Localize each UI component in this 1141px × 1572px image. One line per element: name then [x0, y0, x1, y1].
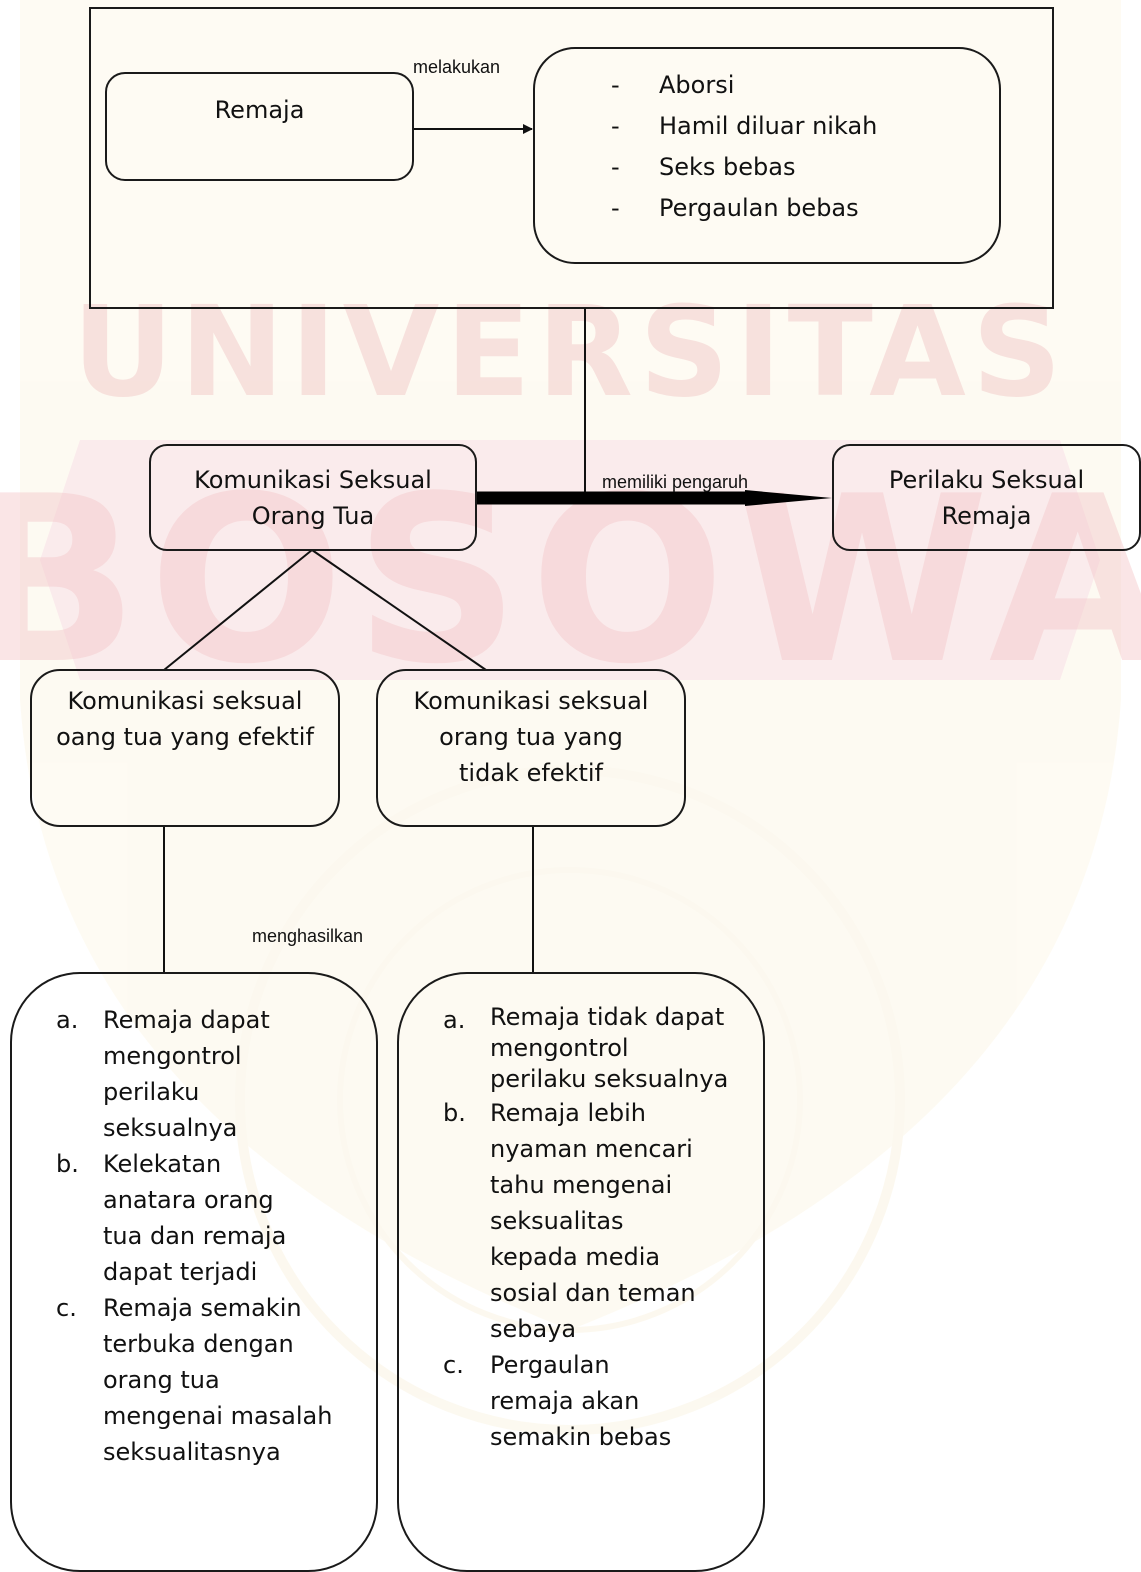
behavior-label: Seks bebas	[659, 153, 796, 181]
list-marker: b.	[443, 1099, 466, 1127]
outcome-text: Remaja lebih nyaman mencari tahu mengena…	[490, 1099, 696, 1343]
list-item: b. Kelekatan anatara orang tua dan remaja…	[56, 1146, 356, 1290]
bullet-dash: -	[611, 71, 620, 99]
node-target-label: Perilaku Seksual Remaja	[888, 465, 1085, 530]
outcome-text: Remaja dapat mengontrol perilaku seksual…	[103, 1006, 270, 1142]
node-remaja: Remaja	[105, 72, 414, 181]
node-outcomes-tidak-efektif: a. Remaja tidak dapat mengontrol perilaku…	[397, 972, 765, 1572]
outcome-text: Remaja semakin terbuka dengan orang tua …	[103, 1294, 333, 1466]
line-center-to-ineffective	[311, 549, 487, 671]
label-melakukan: melakukan	[413, 57, 501, 77]
node-komunikasi-seksual-orang-tua: Komunikasi Seksual Orang Tua	[149, 444, 477, 551]
node-outcomes-efektif: a. Remaja dapat mengontrol perilaku seksu…	[10, 972, 378, 1572]
list-item: - Seks bebas	[611, 147, 877, 188]
node-komunikasi-tidak-efektif: Komunikasi seksual orang tua yang tidak …	[376, 669, 686, 827]
bullet-dash: -	[611, 194, 620, 222]
top-group-frame	[89, 7, 1054, 309]
label-menghasilkan: menghasilkan	[252, 926, 364, 946]
outcome-text: Kelekatan anatara orang tua dan remaja d…	[103, 1150, 287, 1286]
list-item: b. Remaja lebih nyaman mencari tahu menge…	[443, 1095, 743, 1347]
list-item: - Hamil diluar nikah	[611, 106, 877, 147]
bullet-dash: -	[611, 153, 620, 181]
list-marker: c.	[56, 1294, 77, 1322]
arrowhead-influence	[745, 490, 832, 506]
outcomes-effective-list: a. Remaja dapat mengontrol perilaku seksu…	[56, 1002, 356, 1470]
list-item: - Pergaulan bebas	[611, 188, 877, 229]
node-komunikasi-efektif: Komunikasi seksual oang tua yang efektif	[30, 669, 340, 827]
connectors	[89, 7, 1054, 973]
list-item: a. Remaja tidak dapat mengontrol perilaku…	[443, 1002, 743, 1095]
list-item: - Aborsi	[611, 65, 877, 106]
list-item: c. Remaja semakin terbuka dengan orang tu…	[56, 1290, 356, 1470]
line-center-to-effective	[163, 549, 313, 671]
list-item: c. Pergaulan remaja akan semakin bebas	[443, 1347, 743, 1455]
node-ineffective-label: Komunikasi seksual orang tua yang tidak …	[413, 687, 649, 787]
behavior-label: Hamil diluar nikah	[659, 112, 878, 140]
behavior-label: Aborsi	[659, 71, 735, 99]
label-memiliki-pengaruh: memiliki pengaruh	[602, 472, 749, 492]
node-remaja-label: Remaja	[214, 96, 305, 124]
outcome-text: Pergaulan remaja akan semakin bebas	[490, 1351, 672, 1451]
list-marker: a.	[443, 1006, 466, 1034]
behavior-label: Pergaulan bebas	[659, 194, 859, 222]
watermark-banner	[40, 440, 1100, 680]
list-marker: a.	[56, 1006, 79, 1034]
node-behaviors: -Aborsi -Hamil diluar nikah -Seks bebas …	[533, 47, 1001, 264]
outcome-text: Remaja tidak dapat mengontrol perilaku s…	[490, 1003, 729, 1093]
outcomes-ineffective-list: a. Remaja tidak dapat mengontrol perilaku…	[443, 1002, 743, 1455]
node-source-label: Komunikasi Seksual Orang Tua	[194, 465, 432, 530]
list-marker: c.	[443, 1351, 464, 1379]
node-perilaku-seksual-remaja: Perilaku Seksual Remaja	[832, 444, 1141, 551]
behaviors-list: -Aborsi -Hamil diluar nikah -Seks bebas …	[611, 65, 877, 229]
watermark-word: UNIVERSITAS	[72, 280, 1068, 425]
list-marker: b.	[56, 1150, 79, 1178]
node-effective-label: Komunikasi seksual oang tua yang efektif	[56, 687, 314, 751]
list-item: a. Remaja dapat mengontrol perilaku seksu…	[56, 1002, 356, 1146]
watermark-shield	[20, 0, 1121, 1330]
bullet-dash: -	[611, 112, 620, 140]
watermark-globe	[235, 765, 905, 1435]
